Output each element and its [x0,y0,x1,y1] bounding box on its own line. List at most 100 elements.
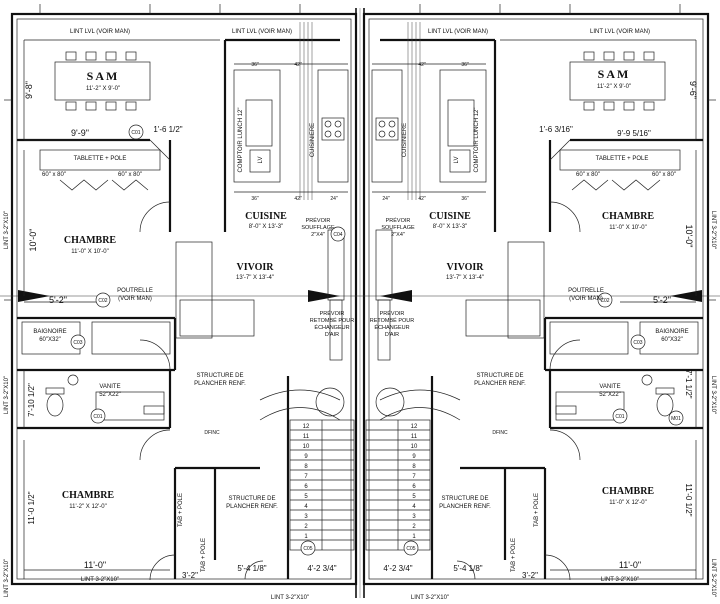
dfinc-right: DFINC [492,430,508,436]
tablette-right: TABLETTE + POLE [596,156,649,162]
closet-size-2: 60" x 80" [118,172,142,178]
dim-5-4-right: 5'-4 1/8" [453,564,482,573]
tags: C01 C02 C03 C01 C04 C05 C02 C03 C01 M01 … [67,124,684,556]
cuisiniere-right: CUISINIERE [402,123,408,157]
tablette-left: TABLETTE + POLE [74,156,127,162]
prevoir-left: PRÉVOIR [306,217,331,224]
tab-pole-right-2: TAB + POLE [511,538,517,572]
lint-side-6: LINT 3-2"X10" [710,559,716,597]
prevoir-ret-left-1: PRÉVOIR [320,310,345,317]
dim-11-0-v-right: 11'-0 1/2" [684,483,693,516]
stair-num: 9 [412,454,416,460]
cuisine-dim-left: 8'-0" X 13'-3" [249,224,284,230]
room-chambre-top-left: CHAMBRE [64,235,117,246]
lint-side-1: LINT 3-2"X10" [4,211,10,249]
tag-c01-b: C01 [93,414,102,420]
dim-9-9-5-16: 9'-9 5/16" [617,129,651,138]
stair-num: 3 [304,514,308,520]
vanite-dim-left: 52"X22" [99,392,121,398]
stair-num: 10 [303,444,310,450]
prevoir-ret-right-3: ÉCHANGEUR [374,324,409,331]
baignoire-dim-right: 60"X32" [661,337,683,343]
structure-left-2: STRUCTURE DE [228,496,275,502]
stair-numbers-right: 12 11 10 9 8 7 6 5 4 3 2 1 [411,424,418,540]
chambre-bot-dim-right: 11'-0" X 12'-0" [609,500,646,506]
dim-24-right: 24" [382,196,390,202]
lint-bottom-left-1: LINT 3-2"X10" [81,577,119,583]
lint-bottom-right-2: LINT 3-2"X10" [411,595,449,601]
dim-4-2-left: 4'-2 3/4" [307,564,336,573]
closet-size-1: 60" x 80" [42,172,66,178]
stairs-left [259,387,355,551]
room-cuisine-left: CUISINE [245,211,287,222]
dim-4-2-right: 4'-2 3/4" [383,564,412,573]
room-sam-right: SAM [598,67,631,81]
lint-bottom-left-2: LINT 3-2"X10" [271,595,309,601]
dim-10-0-right: 10'-0" [684,225,694,248]
voir-man-left: (VOIR MAN) [118,296,152,302]
dim-5-2-left: 5'-2" [49,295,67,305]
tag-c01-a: C01 [131,130,140,136]
stair-num: 4 [412,504,416,510]
dim-10-0: 10'-0" [28,229,38,252]
dim-5-2-right: 5'-2" [653,295,671,305]
closet-size-3: 60" x 80" [576,172,600,178]
cuisiniere-left: CUISINIERE [310,123,316,157]
dfinc-left: DFINC [204,430,220,436]
chambre-top-dim-left: 11'-0" X 10'-0" [71,249,108,255]
baignoire-left: BAIGNOIRE [33,329,66,335]
dim-1-6b: 1'-6 3/16" [539,125,573,134]
room-chambre-bot-left: CHAMBRE [62,490,115,501]
comptoir-right: COMPTOIR LUNCH 12" [474,107,480,172]
tag-c04-a: C04 [333,232,342,238]
tab-pole-left-2: TAB + POLE [201,538,207,572]
vanite-dim-right: 52"X22" [599,392,621,398]
chambre-bot-dim-left: 11'-2" X 12'-0" [69,504,106,510]
room-chambre-bot-right: CHAMBRE [602,486,655,497]
sam-dim-right: 11'-2" X 9'-0" [597,84,631,90]
stair-num: 2 [304,524,308,530]
dim-36-right: 36" [461,62,469,68]
tag-m01: M01 [671,416,681,422]
plancher-right-1: PLANCHER RENF. [474,381,526,387]
stair-num: 12 [303,424,310,430]
soufflage-dim-left: 2"X4" [311,232,325,238]
dim-9-9: 9'-9" [71,128,89,138]
dim-5-4-left: 5'-4 1/8" [237,564,266,573]
stair-num: 6 [412,484,416,490]
room-cuisine-right: CUISINE [429,211,471,222]
closet-top-left [39,139,171,191]
structure-right-1: STRUCTURE DE [476,373,523,379]
lint-side-2: LINT 3-2"X10" [4,376,10,414]
comptoir-left: COMPTOIR LUNCH 12" [238,107,244,172]
soufflage-left: SOUFFLAGE [301,225,335,231]
dim-3-2-left: 3'-2" [182,571,198,580]
chambre-top-dim-right: 11'-0" X 10'-0" [609,225,646,231]
dim-1-6: 1'-6 1/2" [153,125,182,134]
dining-table-left [54,51,151,111]
tag-c02-b: C02 [600,298,609,304]
dim-11-0-right: 11'-0" [619,560,641,570]
labels-right: LINT LVL (VOIR MAN) LINT LVL (VOIR MAN) … [370,29,716,601]
lint-lvl-label-3: LINT LVL (VOIR MAN) [428,29,488,35]
lint-lvl-label-2: LINT LVL (VOIR MAN) [232,29,292,35]
closet-size-4: 60" x 80" [652,172,676,178]
cuisine-dim-right: 8'-0" X 13'-3" [433,224,468,230]
tab-pole-right-1: TAB + POLE [534,493,540,527]
stair-num: 9 [304,454,308,460]
stair-num: 4 [304,504,308,510]
prevoir-ret-left-2: RETOMBÉ POUR [310,317,355,324]
plancher-left-1: PLANCHER RENF. [194,381,246,387]
vanite-left: VANITE [99,384,120,390]
stair-num: 5 [304,494,308,500]
stair-num: 2 [412,524,416,530]
stair-num: 8 [412,464,416,470]
dim-36-left-b: 36" [251,196,259,202]
lint-side-3: LINT 3-2"X10" [4,559,10,597]
dim-7-1: 7'-1 1/2" [684,369,693,398]
structure-right-2: STRUCTURE DE [441,496,488,502]
lv-right: LV [454,157,460,164]
dim-42-left-b: 42" [294,196,302,202]
sofa-left [175,241,255,339]
